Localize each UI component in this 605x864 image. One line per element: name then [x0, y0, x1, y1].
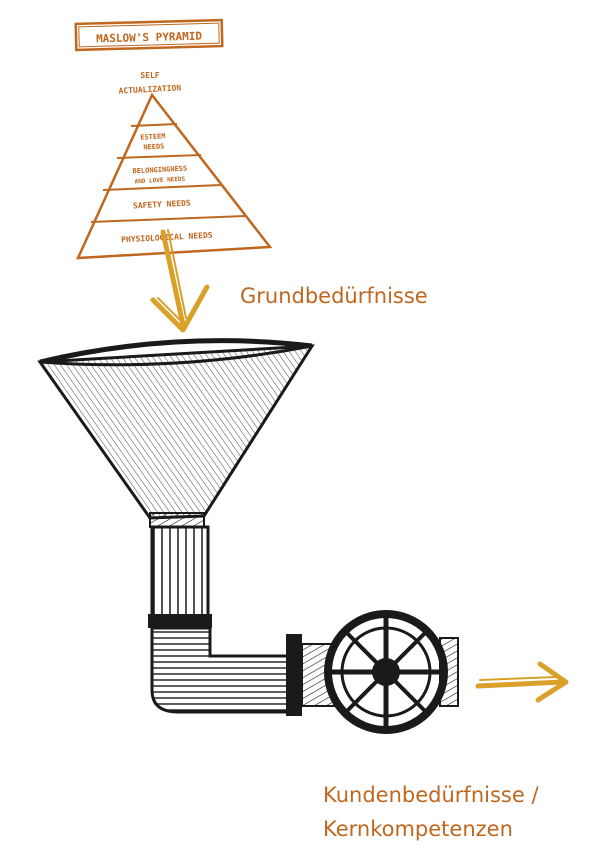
pyramid-outline: [76, 92, 273, 260]
pyramid-divider: [130, 123, 178, 127]
arrow-down-icon: [150, 229, 210, 333]
output-label: Kundenbedürfnisse / Kernkompetenzen: [323, 778, 539, 846]
pyramid-divider: [90, 215, 246, 223]
output-label-line2: Kernkompetenzen: [323, 817, 513, 841]
pyramid-level-3-line1: BELONGINGNESS: [132, 165, 187, 176]
pipe-icon: [148, 525, 335, 716]
output-label-line1: Kundenbedürfnisse /: [323, 783, 539, 807]
pyramid-title: MASLOW'S PYRAMID: [96, 30, 203, 46]
arrow-right-icon: [475, 661, 569, 703]
funnel-icon: [37, 338, 315, 528]
pyramid-level-3-line2: AND LOVE NEEDS: [134, 176, 185, 186]
pyramid-level-2-line2: NEEDS: [143, 142, 164, 151]
pyramid-divider: [102, 184, 222, 191]
maslow-pyramid: MASLOW'S PYRAMID SELF ACTUALIZATION ESTE…: [74, 18, 273, 260]
pyramid-divider: [116, 154, 202, 159]
pyramid-title-banner: MASLOW'S PYRAMID: [74, 18, 224, 52]
pyramid-level-2-line1: ESTEEM: [140, 132, 166, 141]
pyramid-level-4-label: SAFETY NEEDS: [133, 198, 191, 210]
input-label: Grundbedürfnisse: [240, 284, 428, 308]
pyramid-level-1-line2: ACTUALIZATION: [118, 83, 181, 95]
pyramid-level-1-line1: SELF: [140, 71, 159, 80]
valve-wheel-icon: [324, 610, 459, 734]
